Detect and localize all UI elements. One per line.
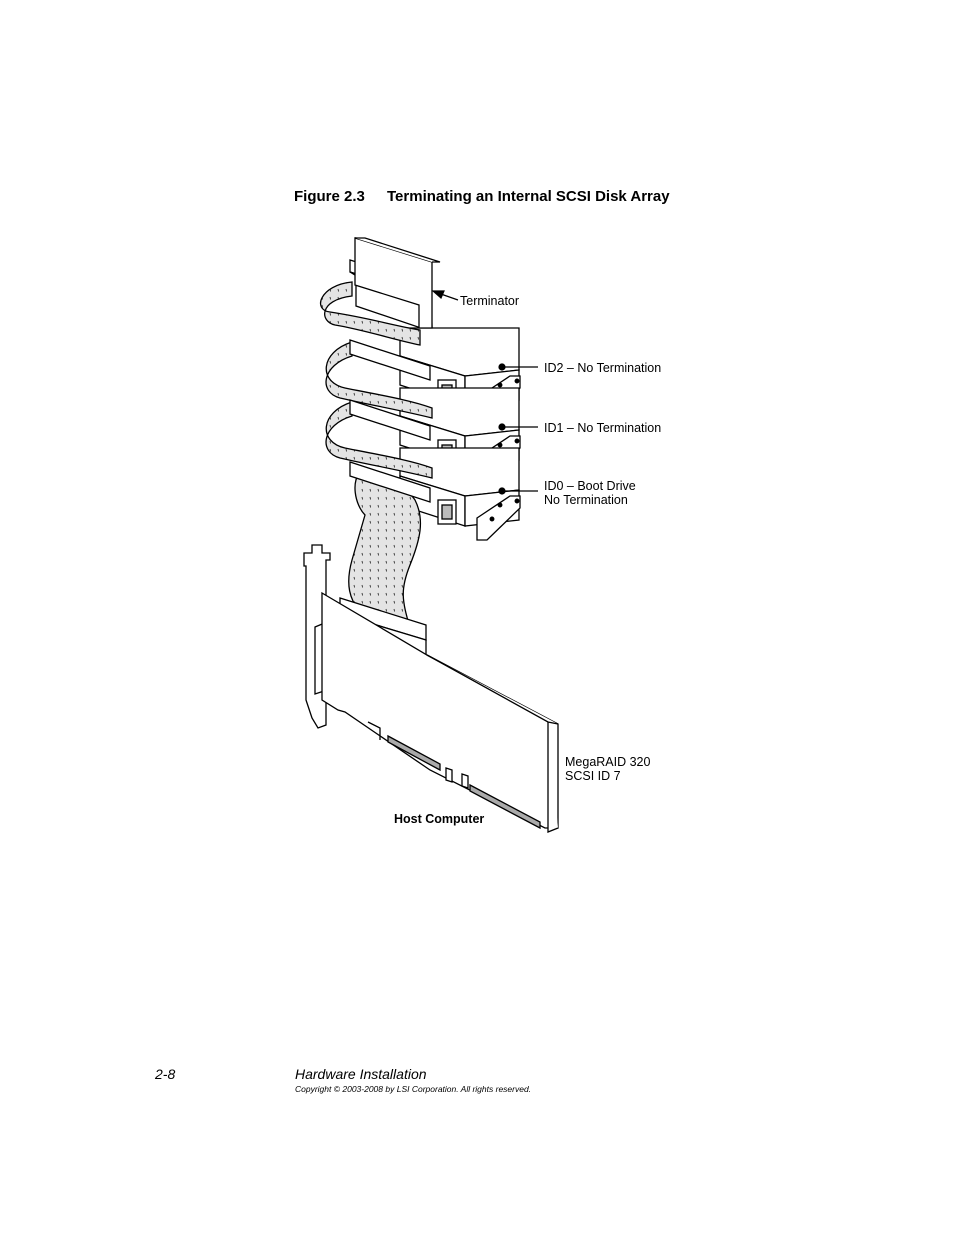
ribbon-cable [319,281,433,629]
terminator-plug [354,237,441,329]
drive-id2-label: ID2 – No Termination [544,361,662,375]
figure-number: Figure 2.3 [294,188,365,205]
figure-caption: Figure 2.3 Terminating an Internal SCSI D… [294,188,670,205]
drive-id0 [399,447,521,541]
drive-id0-label-line1: ID0 – Boot Drive [544,479,636,493]
host-computer-label: Host Computer [394,812,485,826]
drive-id0-label-line2: No Termination [544,493,628,507]
drive-id0-label: ID0 – Boot Drive No Termination [544,479,636,507]
controller-label-line2: SCSI ID 7 [565,769,621,783]
controller-label-line1: MegaRAID 320 [565,755,651,769]
figure-title: Terminating an Internal SCSI Disk Array [387,188,670,205]
page-number: 2-8 [155,1066,176,1082]
section-title: Hardware Installation [295,1066,427,1082]
controller-label: MegaRAID 320 SCSI ID 7 [565,755,650,783]
copyright-notice: Copyright © 2003-2008 by LSI Corporation… [295,1084,532,1094]
drive-id1-label: ID1 – No Termination [544,421,662,435]
terminator-label: Terminator [460,294,520,308]
megaraid-controller-card [303,544,559,833]
callout-leaders [431,290,538,495]
